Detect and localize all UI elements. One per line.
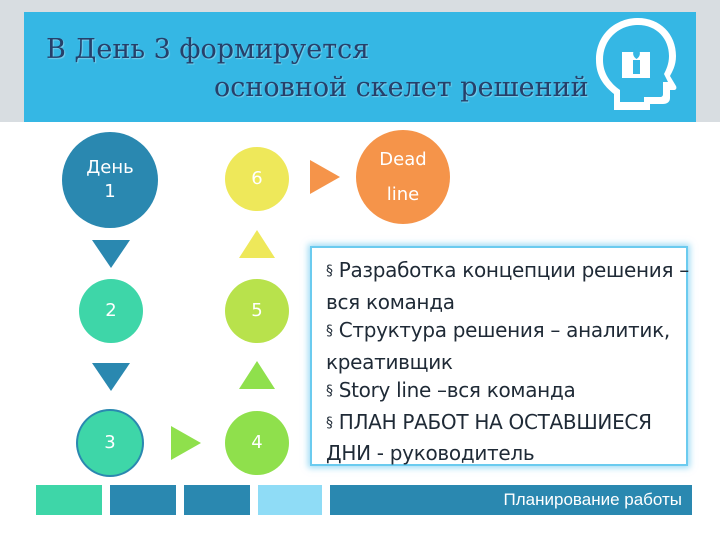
step-label-3: 3 — [104, 432, 116, 453]
task-text-1: Разработка концепции решения – вся коман… — [326, 258, 689, 314]
footer-section-label: Планирование работы — [330, 485, 692, 515]
step-label-day-1: День 1 — [86, 157, 134, 202]
step-circle-day-1: День 1 — [62, 132, 158, 228]
head-with-candle-icon — [596, 18, 677, 110]
step-circle-deadline: Dead line — [356, 130, 450, 224]
footer-bar-4 — [258, 485, 322, 515]
step-circle-3: 3 — [78, 411, 142, 475]
task-item-1: §Разработка концепции решения – вся кома… — [326, 256, 696, 316]
step-label-deadline-line2: line — [386, 184, 420, 205]
task-item-4: §ПЛАН РАБОТ НА ОСТАВШИЕСЯ ДНИ - руководи… — [326, 408, 696, 468]
footer-bar-3 — [184, 485, 250, 515]
slide-title-line2: основной скелет решений — [214, 72, 589, 103]
footer-bar-1 — [36, 485, 102, 515]
bullet-icon: § — [326, 383, 333, 399]
task-text-4: ПЛАН РАБОТ НА ОСТАВШИЕСЯ ДНИ - руководит… — [326, 409, 652, 466]
task-list-box — [310, 246, 688, 466]
arrow-right-3-to-4 — [171, 426, 201, 460]
step-label-2: 2 — [105, 300, 117, 321]
step-label-5: 5 — [251, 300, 263, 321]
task-item-2: §Структура решения – аналитик, креативщи… — [326, 316, 696, 376]
task-list: §Разработка концепции решения – вся кома… — [326, 256, 696, 468]
task-text-3: Story line –вся команда — [338, 378, 576, 402]
step-label-deadline-line1: Dead — [379, 149, 427, 170]
title-banner-fill — [24, 12, 696, 122]
step-circle-6: 6 — [225, 147, 289, 211]
step-circle-4: 4 — [225, 411, 289, 475]
arrow-up-5-to-6 — [239, 230, 275, 258]
bullet-icon: § — [326, 414, 333, 431]
bullet-icon: § — [326, 263, 333, 279]
bullet-icon: § — [326, 323, 333, 339]
arrow-up-4-to-5 — [239, 361, 275, 389]
step-label-4: 4 — [251, 432, 263, 453]
footer-bar-2 — [110, 485, 176, 515]
step-circle-5: 5 — [225, 279, 289, 343]
task-text-2: Структура решения – аналитик, креативщик — [326, 318, 670, 374]
arrow-down-2 — [92, 363, 130, 391]
step-label-6: 6 — [251, 168, 263, 189]
arrow-down-1 — [92, 240, 130, 268]
task-item-3: § Story line –вся команда — [326, 376, 696, 408]
slide-title-line1: В День 3 формируется — [46, 34, 370, 65]
arrow-right-6-to-deadline — [310, 160, 340, 194]
step-circle-2: 2 — [79, 279, 143, 343]
